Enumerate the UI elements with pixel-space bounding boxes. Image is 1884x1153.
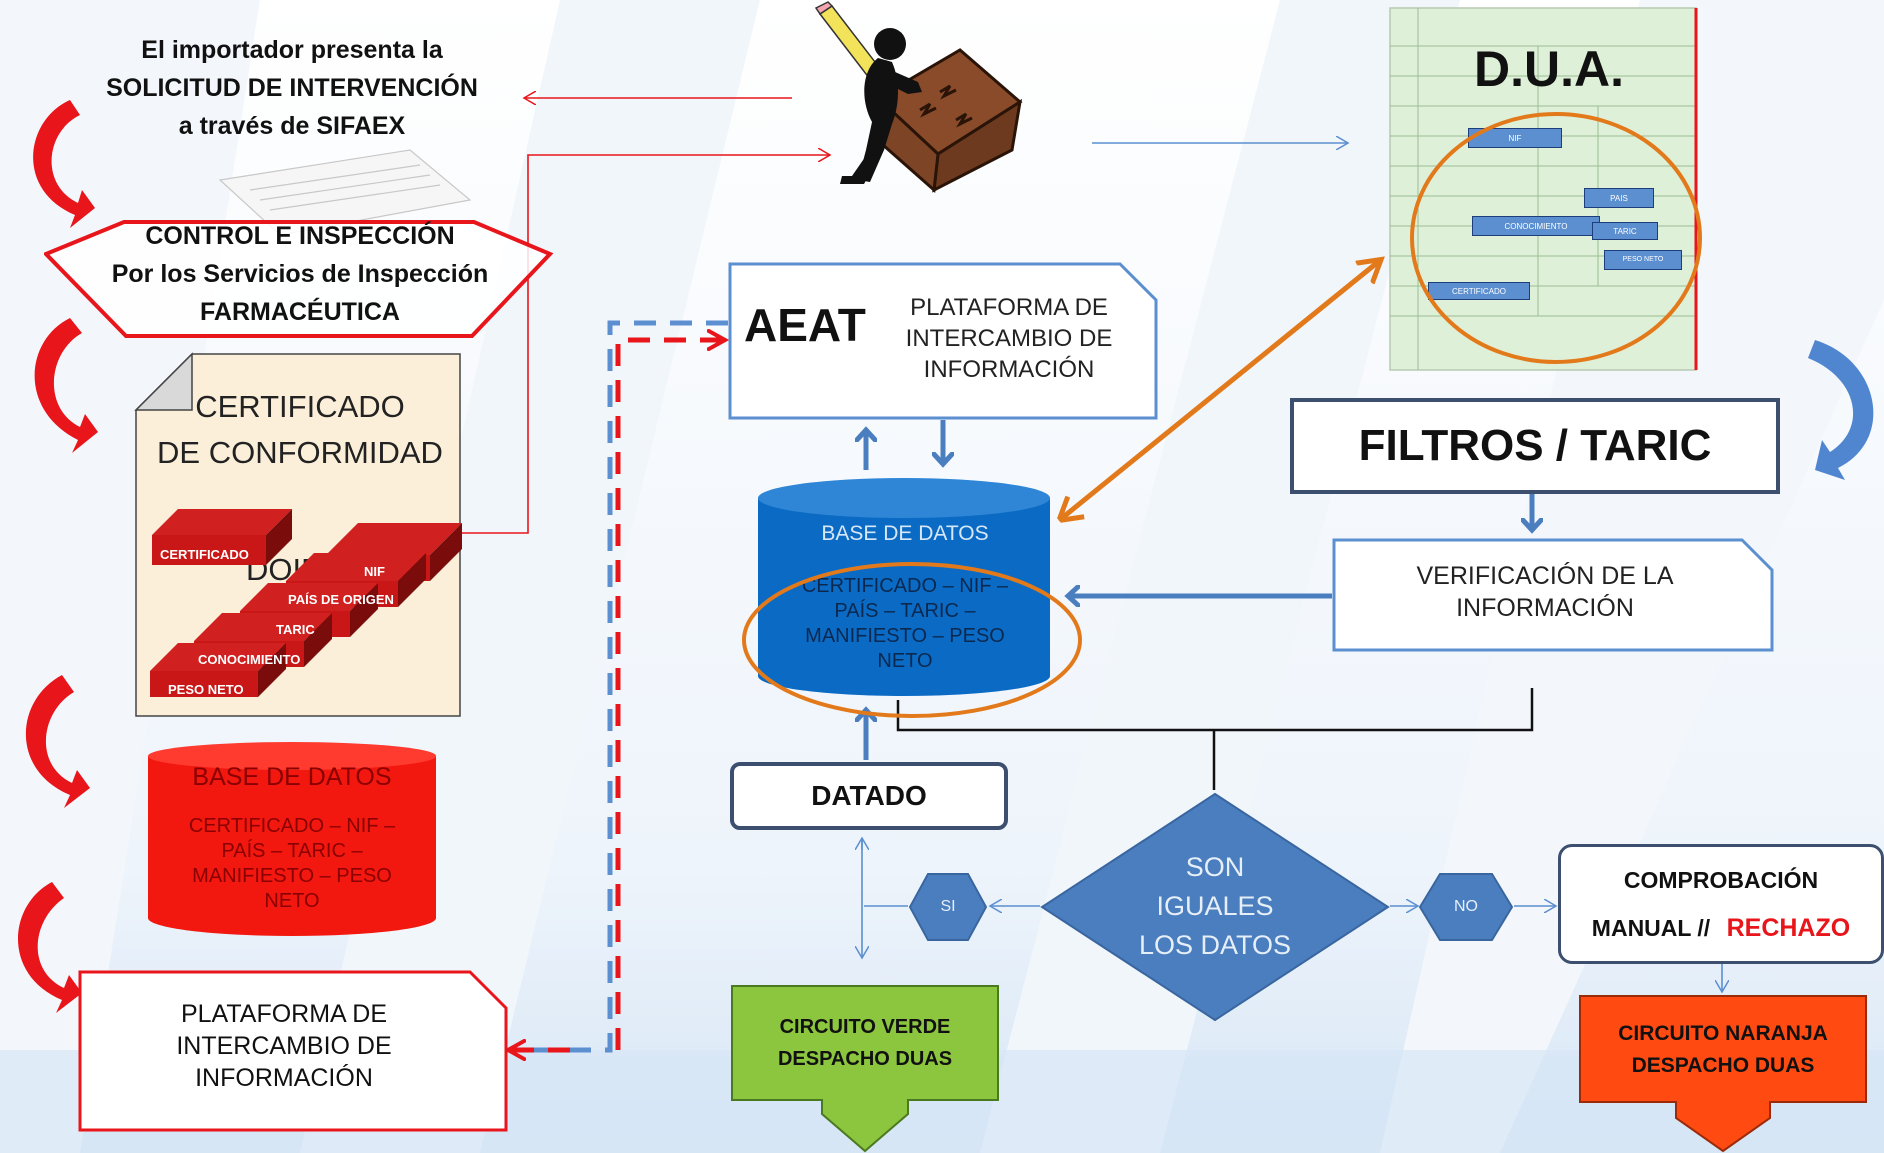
no-hexagon	[1418, 873, 1514, 941]
intro-line-2: SOLICITUD DE INTERVENCIÓN	[106, 74, 478, 102]
intro-line-1: El importador presenta la	[141, 36, 443, 64]
yes-hexagon	[908, 873, 988, 941]
verification-box	[1332, 538, 1774, 652]
left-platform-line-3: INFORMACIÓN	[195, 1064, 373, 1092]
block-label-pais: PAÍS DE ORIGEN	[288, 592, 394, 607]
green-circuit-text: CIRCUITO VERDE DESPACHO DUAS	[730, 1010, 1000, 1076]
control-line-3: FARMACÉUTICA	[200, 298, 400, 326]
aeat-platform-line-1: PLATAFORMA DE	[910, 293, 1108, 321]
aeat-platform-line-2: INTERCAMBIO DE	[905, 324, 1113, 352]
decision-line-2: IGUALES	[1156, 890, 1274, 921]
decision-line-3: LOS DATOS	[1138, 929, 1292, 960]
left-database-line-1: CERTIFICADO – NIF –	[188, 814, 396, 837]
dua-field-conocimiento: CONOCIMIENTO	[1472, 216, 1600, 236]
database-highlight-ellipse	[742, 562, 1082, 718]
center-database-line-3: MANIFIESTO – PESO	[805, 625, 1005, 647]
red-curved-arrow-4	[17, 882, 83, 1013]
block-label-certificado: CERTIFICADO	[160, 547, 249, 562]
manual-check-line-1: COMPROBACIÓN	[1623, 867, 1819, 893]
datado-box: DATADO	[730, 762, 1008, 830]
dua-field-taric: TARIC	[1592, 222, 1658, 240]
certificate-blocks	[150, 509, 462, 697]
datado-label: DATADO	[811, 780, 927, 811]
dua-field-pais-label: PAIS	[1610, 193, 1628, 203]
orange-circuit-text: CIRCUITO NARANJA DESPACHO DUAS	[1578, 1018, 1868, 1082]
manual-check-manual: MANUAL //	[1591, 915, 1711, 941]
blue-curved-arrow	[1808, 340, 1874, 480]
aeat-box	[728, 262, 1158, 420]
document-sketch	[218, 149, 472, 236]
filters-box: FILTROS / TARIC	[1290, 398, 1780, 494]
red-curved-arrow-3	[25, 675, 90, 808]
aeat-platform-line-3: INFORMACIÓN	[923, 355, 1095, 383]
block-certificado	[152, 509, 292, 565]
block-label-taric: TARIC	[276, 622, 315, 637]
left-database-line-2: PAÍS – TARIC –	[221, 839, 363, 862]
intro-text: El importador presenta la SOLICITUD DE I…	[80, 32, 504, 144]
center-database-cylinder	[758, 478, 1050, 696]
left-platform-line-1: PLATAFORMA DE	[180, 1000, 388, 1028]
certificate-title: CERTIFICADO DE CONFORMIDAD	[150, 385, 450, 475]
dua-field-pais: PAIS	[1584, 188, 1654, 208]
dua-field-nif-label: NIF	[1508, 133, 1522, 143]
control-hexagon	[44, 220, 554, 338]
block-label-peso-neto: PESO NETO	[168, 682, 244, 697]
dua-field-peso-neto: PESO NETO	[1604, 250, 1682, 270]
manual-check-box: COMPROBACIÓN MANUAL // RECHAZO	[1558, 844, 1884, 964]
left-platform-text: PLATAFORMA DE INTERCAMBIO DE INFORMACIÓN	[104, 996, 464, 1096]
center-database-line-1: CERTIFICADO – NIF –	[801, 575, 1009, 597]
center-database-title: BASE DE DATOS	[821, 522, 989, 545]
left-database-title: BASE DE DATOS	[192, 762, 392, 791]
left-database-line-4: NETO	[264, 889, 320, 912]
dua-field-conocimiento-label: CONOCIMIENTO	[1504, 221, 1568, 231]
dua-field-taric-label: TARIC	[1613, 226, 1637, 236]
dua-field-peso-neto-label: PESO NETO	[1622, 256, 1664, 263]
certificate-line-2: DE CONFORMIDAD	[157, 435, 443, 470]
left-database-text: BASE DE DATOS CERTIFICADO – NIF – PAÍS –…	[150, 748, 434, 928]
verification-line-2: INFORMACIÓN	[1456, 594, 1634, 622]
center-database-text: BASE DE DATOS CERTIFICADO – NIF – PAÍS –…	[764, 508, 1046, 688]
center-database-line-2: PAÍS – TARIC –	[834, 600, 976, 622]
orange-circuit-line-1: CIRCUITO NARANJA	[1618, 1022, 1828, 1045]
no-label: NO	[1454, 898, 1478, 915]
certificate-line-1: CERTIFICADO	[195, 389, 405, 424]
dua-field-certificado-label: CERTIFICADO	[1451, 286, 1507, 296]
manual-check-line-2: MANUAL // RECHAZO	[1592, 904, 1850, 952]
control-line-2: Por los Servicios de Inspección	[111, 260, 489, 288]
block-label-conocimiento: CONOCIMIENTO	[198, 652, 301, 667]
block-peso-neto	[150, 643, 286, 697]
intro-line-3: a través de SIFAEX	[178, 112, 406, 140]
left-platform-box	[78, 970, 508, 1132]
dua-highlight-ellipse	[1410, 112, 1702, 364]
red-curved-arrow-1	[33, 100, 95, 228]
verification-line-1: VERIFICACIÓN DE LA	[1416, 562, 1674, 590]
orange-circuit-shape	[1579, 995, 1867, 1153]
control-line-1: CONTROL E INSPECCIÓN	[145, 222, 455, 250]
green-circuit-shape	[731, 985, 999, 1153]
green-circuit-line-2: DESPACHO DUAS	[777, 1048, 953, 1070]
worker-with-box-illustration	[814, 1, 1023, 194]
manual-check-rechazo: RECHAZO	[1726, 914, 1851, 942]
dua-title: D.U.A.	[1474, 41, 1624, 97]
left-platform-line-2: INTERCAMBIO DE	[176, 1032, 392, 1060]
decision-text: SON IGUALES LOS DATOS	[1110, 848, 1320, 964]
aeat-label: AEAT	[744, 299, 866, 351]
filters-label: FILTROS / TARIC	[1358, 421, 1712, 470]
decision-diamond	[1040, 792, 1390, 1022]
left-database-cylinder	[148, 742, 436, 936]
decision-line-1: SON	[1185, 851, 1245, 882]
verification-text: VERIFICACIÓN DE LA INFORMACIÓN	[1360, 554, 1730, 630]
block-label-nif: NIF	[364, 564, 385, 579]
green-circuit-line-1: CIRCUITO VERDE	[779, 1016, 951, 1038]
aeat-platform-text: PLATAFORMA DE INTERCAMBIO DE INFORMACIÓN	[884, 288, 1134, 388]
center-database-line-4: NETO	[877, 650, 933, 672]
left-database-line-3: MANIFIESTO – PESO	[192, 864, 392, 887]
orange-circuit-line-2: DESPACHO DUAS	[1631, 1054, 1815, 1077]
control-text: CONTROL E INSPECCIÓN Por los Servicios d…	[60, 216, 540, 332]
yes-label: SI	[940, 898, 956, 915]
red-curved-arrow-2	[34, 318, 98, 453]
dua-field-certificado: CERTIFICADO	[1428, 282, 1530, 300]
